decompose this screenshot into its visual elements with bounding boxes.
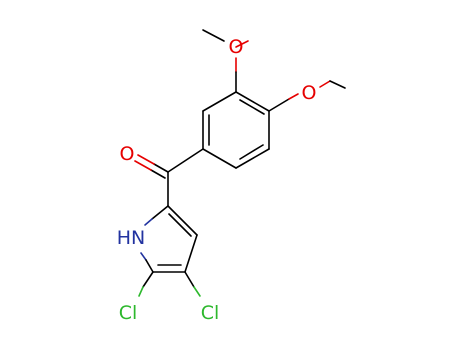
bond-segment-16 xyxy=(329,80,346,89)
atom-label-o-para: O xyxy=(302,82,317,104)
bond-segment-33 xyxy=(138,286,144,297)
bond-segment-21 xyxy=(134,160,152,171)
bond-segment-20 xyxy=(150,169,166,179)
bond-segment-0 xyxy=(202,29,225,42)
bond-segment-11 xyxy=(239,144,264,160)
bond-segment-31 xyxy=(168,213,192,237)
atom-label-nh-pyrrole: HN xyxy=(117,227,146,249)
bond-segment-32 xyxy=(142,271,154,288)
atom-label-cl-4: Cl xyxy=(201,302,220,324)
bond-layer xyxy=(134,29,346,297)
bond-segment-29 xyxy=(167,205,198,236)
bond-segment-10 xyxy=(239,99,265,115)
bond-segment-28 xyxy=(184,234,198,273)
bond-segment-9 xyxy=(202,91,237,112)
atom-label-o-meta: O xyxy=(229,36,244,58)
bond-segment-1 xyxy=(235,40,249,48)
bond-segment-7 xyxy=(202,148,237,169)
bond-segment-18 xyxy=(153,163,169,173)
bond-segment-4 xyxy=(235,91,270,112)
bond-segment-14 xyxy=(288,93,299,100)
bond-segment-34 xyxy=(184,271,195,288)
bond-segment-19 xyxy=(137,154,155,165)
atom-label-cl-5: Cl xyxy=(119,302,138,324)
bond-segment-25 xyxy=(140,252,147,261)
bond-segment-6 xyxy=(235,148,270,169)
bond-segment-17 xyxy=(167,148,204,173)
bond-segment-26 xyxy=(145,259,154,273)
bond-segment-24 xyxy=(144,218,153,226)
bond-segment-35 xyxy=(193,286,201,297)
bond-segment-23 xyxy=(151,205,169,220)
bond-segment-13 xyxy=(268,98,290,112)
bond-segment-15 xyxy=(319,80,331,88)
atom-label-o-carbonyl: O xyxy=(120,143,135,165)
